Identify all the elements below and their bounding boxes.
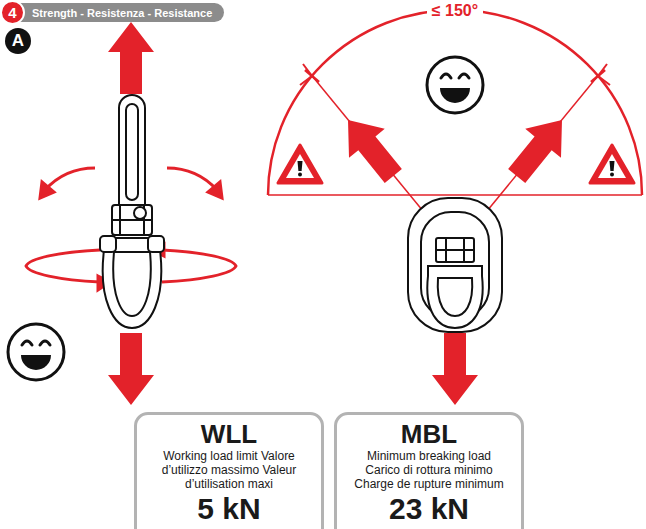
load-arrow-down	[432, 333, 478, 405]
sling-arrows	[330, 106, 580, 191]
master-ring	[408, 198, 502, 332]
smiley-face	[8, 324, 64, 380]
angle-arc	[268, 10, 642, 195]
node-heading: WLL	[145, 421, 313, 448]
node-value: 5 kN	[145, 493, 313, 525]
warning-sign	[278, 145, 634, 183]
spec-box: MBLMinimum breaking load Carico di rottu…	[334, 412, 524, 529]
title-text: Strength - Resistenza - Resistance	[32, 7, 212, 19]
swivel-shackle	[100, 95, 164, 328]
section-number: 4	[0, 0, 25, 25]
panel-letter: A	[5, 28, 31, 54]
node-heading: MBL	[345, 421, 513, 448]
node-description: Working load limit Valore d’utilizzo mas…	[149, 449, 309, 491]
angle-label: ≤ 150°	[427, 2, 483, 20]
node-value: 23 kN	[345, 493, 513, 525]
title-band: Strength - Resistenza - Resistance	[10, 3, 224, 22]
load-arrow-down	[108, 333, 154, 405]
node-heading: A	[12, 31, 24, 51]
node-description: Minimum breaking load Carico di rottura …	[349, 449, 509, 491]
spec-box: WLLWorking load limit Valore d’utilizzo …	[134, 412, 324, 529]
node-heading: 4	[8, 4, 16, 21]
smiley-face	[427, 57, 483, 113]
pull-arrow-up	[108, 22, 154, 94]
